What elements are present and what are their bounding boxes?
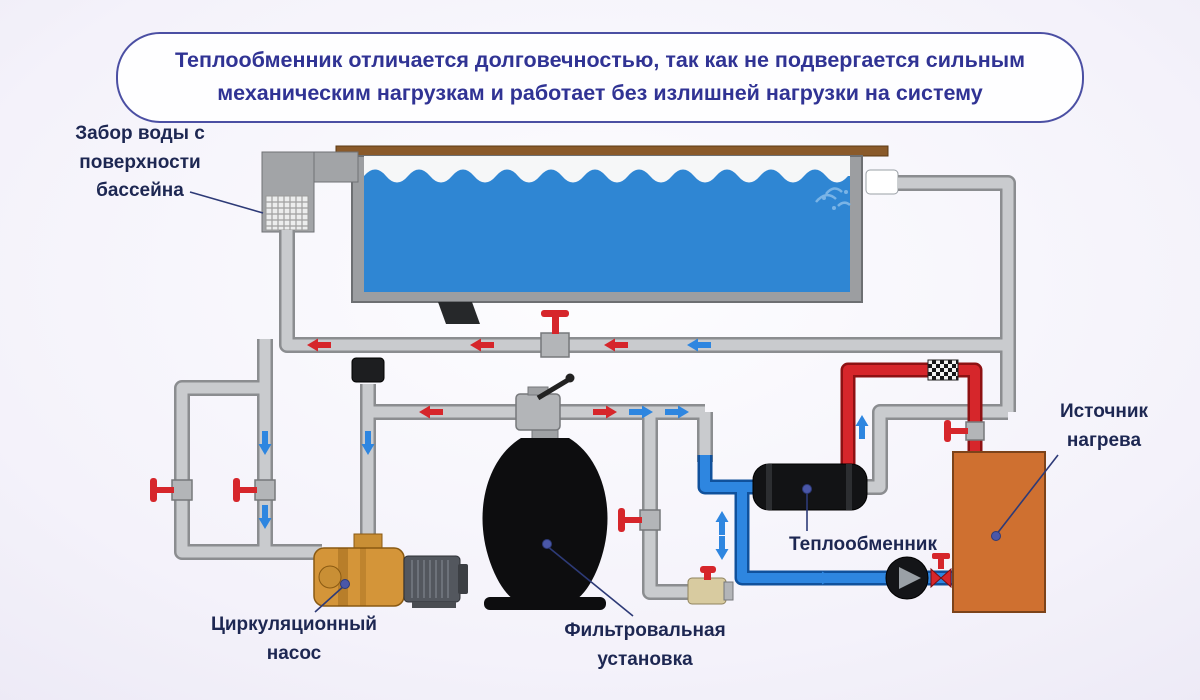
- valve-boiler-return: [930, 553, 952, 589]
- label-heat-source: Источник нагрева: [1059, 401, 1149, 451]
- flow-arrow-icon: [715, 536, 729, 560]
- valve-left-inner: [233, 478, 276, 502]
- flow-arrow-icon: [715, 511, 729, 535]
- main-drain-fitting: [438, 302, 480, 324]
- water-splash: [815, 187, 851, 210]
- filter-unit: [482, 373, 608, 610]
- valve-hot-supply: [944, 420, 985, 442]
- leader-lines: [189, 191, 1059, 617]
- pool-water: [364, 169, 850, 292]
- label-filter-unit: Фильтровальная установка: [564, 620, 726, 670]
- flow-arrow-icon: [855, 415, 869, 439]
- pipes-hot: [840, 359, 983, 472]
- pool: [261, 145, 899, 324]
- skimmer: [261, 151, 359, 233]
- pump-motor: [403, 555, 468, 608]
- pipes-cold: [697, 455, 953, 586]
- filter-tank: [482, 438, 608, 599]
- pool-return-fitting: [865, 169, 899, 195]
- info-banner: Теплообменник отличается долговечностью,…: [116, 32, 1084, 123]
- valve-top-line: [540, 310, 570, 358]
- valve-drain: [618, 508, 661, 532]
- circulation-pump: [313, 533, 468, 608]
- deck-plank: [335, 145, 889, 157]
- label-heat-exchanger: Теплообменник: [789, 534, 937, 555]
- union-coupling: [927, 359, 959, 381]
- label-circulation-pump: Циркуляционный насос: [211, 614, 377, 664]
- multiport-valve: [515, 373, 575, 431]
- label-surface-water-intake: Забор воды с поверхности бассейна: [75, 123, 205, 201]
- valve-left-outer: [150, 478, 193, 502]
- check-valve: [351, 357, 385, 383]
- drain-outlet-valve: [687, 566, 734, 605]
- boiler-loop-pump: [885, 556, 929, 600]
